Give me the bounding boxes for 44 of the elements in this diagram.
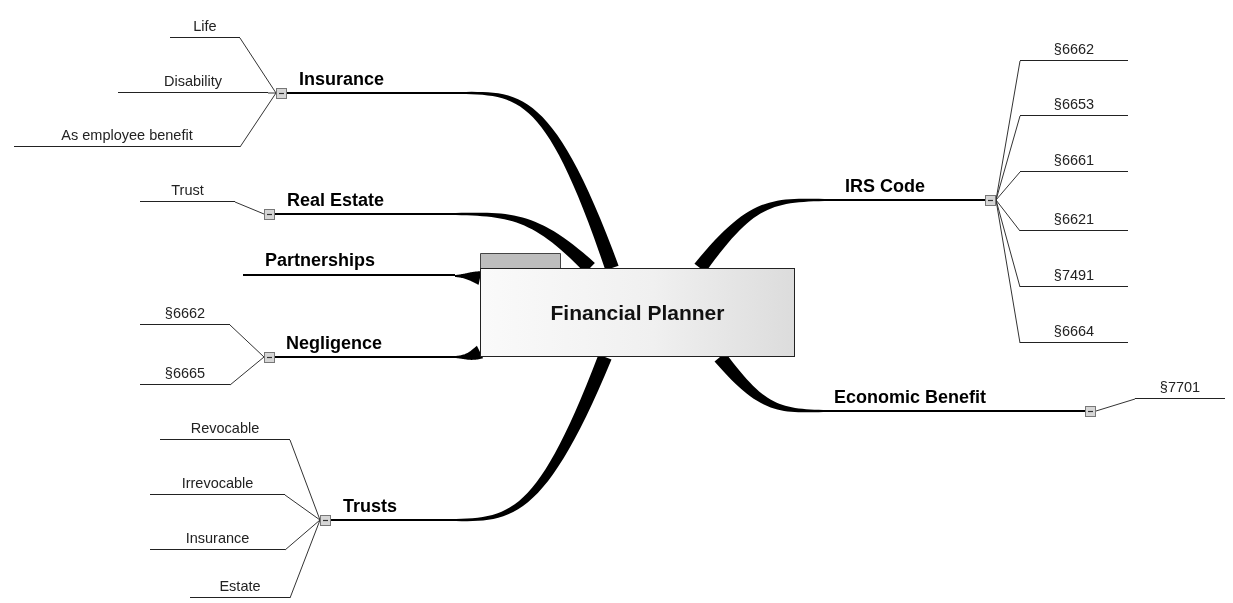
topic-label: Trusts <box>343 496 398 517</box>
branch-connector <box>267 92 277 94</box>
main-branch-connector <box>450 354 612 522</box>
subtopic-label: As employee benefit <box>60 127 194 143</box>
branch-connector <box>289 439 321 521</box>
branch-connector <box>229 324 265 358</box>
subtopic-label: §6653 <box>1052 96 1096 112</box>
branch-connector <box>289 519 321 599</box>
subtopic-label: Disability <box>163 73 223 89</box>
subtopic-label: §7491 <box>1052 267 1096 283</box>
main-branch-connector <box>460 91 619 271</box>
branch-connector <box>229 356 265 386</box>
subtopic-label: Insurance <box>184 530 251 546</box>
topic-label: Negligence <box>286 333 383 354</box>
subtopic-label: §6621 <box>1052 211 1096 227</box>
subtopic-label: §6661 <box>1052 152 1096 168</box>
branch-connector <box>995 199 1021 344</box>
branch-connector <box>284 519 321 551</box>
subtopic-label: Estate <box>218 578 262 594</box>
main-branch-connector <box>455 345 484 360</box>
topic-label: Economic Benefit <box>834 387 987 408</box>
branch-connector <box>995 199 1021 232</box>
subtopic-label: Irrevocable <box>180 475 255 491</box>
subtopic-label: §6665 <box>163 365 207 381</box>
branch-connector <box>995 115 1021 201</box>
subtopic-label: §6662 <box>163 305 207 321</box>
branch-connector <box>239 92 277 148</box>
subtopic-label: §7701 <box>1158 379 1202 395</box>
main-branch-connector <box>455 271 482 285</box>
topic-label: Real Estate <box>287 190 385 211</box>
topic-label: Partnerships <box>265 250 376 271</box>
subtopic-label: §6662 <box>1052 41 1096 57</box>
branch-connector <box>239 37 277 94</box>
topic-label: IRS Code <box>845 176 925 197</box>
branch-connector <box>234 201 265 215</box>
central-topic-label: Financial Planner <box>550 300 725 325</box>
branch-connector <box>1095 398 1136 412</box>
subtopic-label: Trust <box>170 182 205 198</box>
subtopic-label: Life <box>192 18 218 34</box>
topic-label: Insurance <box>299 69 385 90</box>
subtopic-label: §6664 <box>1052 323 1096 339</box>
subtopic-label: Revocable <box>189 420 261 436</box>
branch-connector <box>995 171 1021 201</box>
branch-connector <box>284 494 321 521</box>
